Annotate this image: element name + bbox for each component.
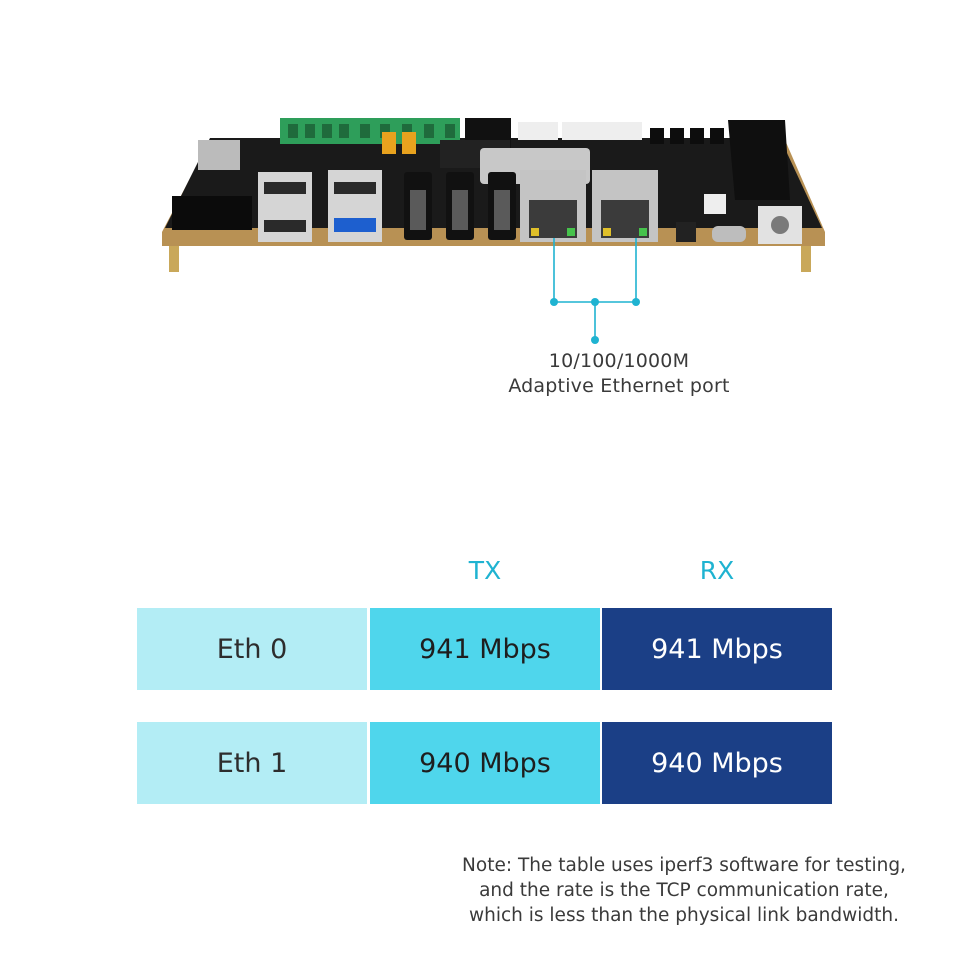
port-caption-line2: Adaptive Ethernet port	[508, 375, 730, 397]
note-line: Note: The table uses iperf3 software for…	[462, 855, 906, 876]
note-line: which is less than the physical link ban…	[468, 905, 900, 926]
column-header-tx: TX	[468, 556, 502, 585]
port-caption-line1: 10/100/1000M	[548, 350, 690, 372]
tx-value: 941 Mbps	[370, 608, 600, 690]
row-label: Eth 1	[137, 722, 367, 804]
test-note: Note: The table uses iperf3 software for…	[420, 853, 948, 928]
ethernet-callout	[550, 238, 640, 344]
column-header-rx: RX	[699, 556, 735, 585]
rx-value: 941 Mbps	[602, 608, 832, 690]
note-line: and the rate is the TCP communication ra…	[479, 880, 889, 901]
tx-value: 940 Mbps	[370, 722, 600, 804]
board-illustration	[162, 118, 825, 272]
row-label: Eth 0	[137, 608, 367, 690]
rx-value: 940 Mbps	[602, 722, 832, 804]
